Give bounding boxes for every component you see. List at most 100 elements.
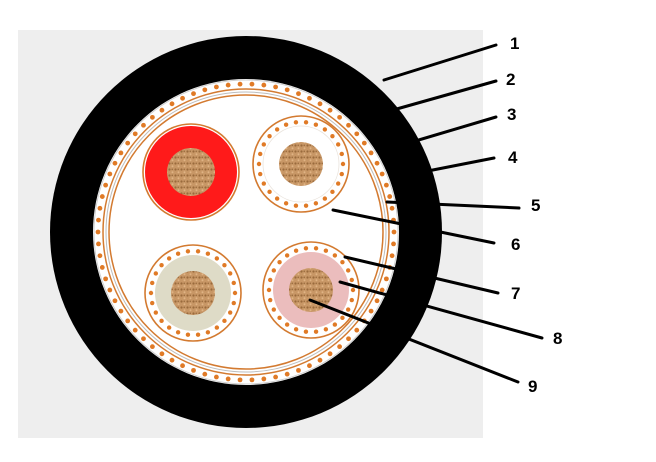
- armour-wire: [132, 131, 138, 137]
- core-screen-wire: [345, 307, 351, 312]
- leader-line-6: [331, 208, 496, 245]
- core-screen-wire: [330, 133, 335, 139]
- leader-line-8: [338, 280, 544, 340]
- core-screen-wire: [205, 330, 211, 335]
- armour-bedding: [93, 79, 399, 385]
- armour-wire: [317, 101, 323, 107]
- core-screen-wire: [303, 203, 309, 208]
- armour-wire: [387, 194, 393, 199]
- armour-wire: [383, 276, 389, 282]
- armour-wire: [202, 371, 208, 377]
- core-beige: [144, 244, 242, 342]
- armour-wire: [383, 182, 389, 188]
- armour-wire: [99, 194, 105, 199]
- core-screen-wire: [266, 287, 272, 293]
- core-screen-wire: [185, 249, 191, 254]
- armour-wire: [103, 182, 109, 188]
- leader-line-1: [382, 43, 498, 82]
- core-screen-wire: [274, 127, 280, 132]
- armour-wire: [97, 253, 103, 259]
- armour-wire: [389, 253, 395, 259]
- core-screen-wire: [303, 120, 309, 125]
- armour-wire: [379, 171, 385, 177]
- core-screen-wire: [293, 203, 299, 208]
- core-screen-wire: [335, 181, 341, 186]
- callout-label-6: 6: [511, 235, 520, 254]
- armour-wire: [327, 351, 333, 357]
- armour-wire: [107, 171, 113, 177]
- core-screen-wire: [350, 287, 356, 293]
- callout-label-5: 5: [531, 196, 540, 215]
- core-screen-wire: [175, 251, 181, 256]
- armour-wire: [112, 298, 118, 304]
- armour-wire: [374, 298, 380, 304]
- armour-wire: [97, 205, 103, 211]
- core-screen-wire: [267, 133, 272, 139]
- armour-wire: [307, 95, 312, 101]
- callout-label-7: 7: [511, 284, 520, 303]
- core-white: [252, 115, 350, 213]
- core-screen-wire: [345, 268, 351, 273]
- armour-wire: [118, 150, 124, 156]
- armour-wire: [361, 140, 367, 146]
- core-screen-wire: [274, 196, 280, 201]
- core-screen-wire: [256, 161, 262, 167]
- armour-wire: [368, 308, 374, 314]
- armour-wire: [389, 205, 395, 211]
- armour-wire: [327, 107, 333, 113]
- core-screen-wire: [313, 329, 319, 334]
- core-screen-wire: [322, 127, 328, 132]
- core-screen-wire: [195, 249, 201, 254]
- armour-wire: [337, 114, 342, 120]
- core-screen-wire: [153, 271, 159, 276]
- core-screen-wire: [293, 120, 299, 125]
- screen-tape-outer: [102, 88, 390, 376]
- core-screen-wire: [283, 122, 289, 127]
- armour-wire: [261, 376, 267, 382]
- callout-label-2: 2: [506, 70, 515, 89]
- core-screen-wire: [175, 330, 181, 335]
- core-screen-wire: [277, 315, 282, 321]
- core-screen-wire: [284, 253, 290, 258]
- core-screen-wire: [332, 253, 338, 258]
- core-screen-wire: [205, 251, 211, 256]
- core-screen-wire: [332, 322, 338, 327]
- core-screen-wire: [340, 259, 345, 265]
- core-screen-wire: [148, 290, 154, 296]
- armour-wire: [202, 87, 208, 93]
- core-screen-wire: [153, 310, 159, 315]
- armour-wire: [249, 377, 255, 383]
- leader-line-9: [308, 298, 520, 384]
- core-screen-wire: [349, 277, 354, 283]
- core-screen-wire: [283, 201, 289, 206]
- core-screen-wire: [232, 290, 238, 296]
- callout-labels: 1 2 3 4 5 6 7 8 9: [506, 34, 562, 396]
- core-screen-wire: [195, 332, 201, 337]
- core-screen-wire: [261, 181, 267, 186]
- armour-wire: [169, 357, 175, 363]
- armour-wire: [214, 374, 219, 380]
- armour-wire: [296, 91, 301, 97]
- core-screen-wire: [339, 171, 344, 177]
- armour-wire: [237, 81, 243, 87]
- armour-wire: [125, 318, 131, 324]
- core-screen-wire: [258, 171, 263, 177]
- armour-wire: [307, 363, 312, 369]
- screen-tape-middle: [105, 91, 387, 373]
- core-screen-wire: [166, 256, 172, 261]
- armour-wire: [225, 376, 231, 382]
- core-pink-conductor: [289, 268, 333, 312]
- core-screen-wire: [185, 332, 191, 337]
- armour-wire: [99, 265, 105, 270]
- core-screen-wire: [313, 201, 319, 206]
- inner-sheath: [108, 94, 384, 370]
- core-screen-wire: [322, 196, 328, 201]
- core-screen-wire: [349, 297, 354, 303]
- core-screen-wire: [340, 315, 345, 321]
- armour-wire: [141, 122, 146, 128]
- armour-wire: [125, 140, 131, 146]
- callout-label-8: 8: [553, 329, 562, 348]
- core-screen-wire: [284, 322, 290, 327]
- armour-wire: [169, 101, 175, 107]
- armour-wire: [368, 150, 374, 156]
